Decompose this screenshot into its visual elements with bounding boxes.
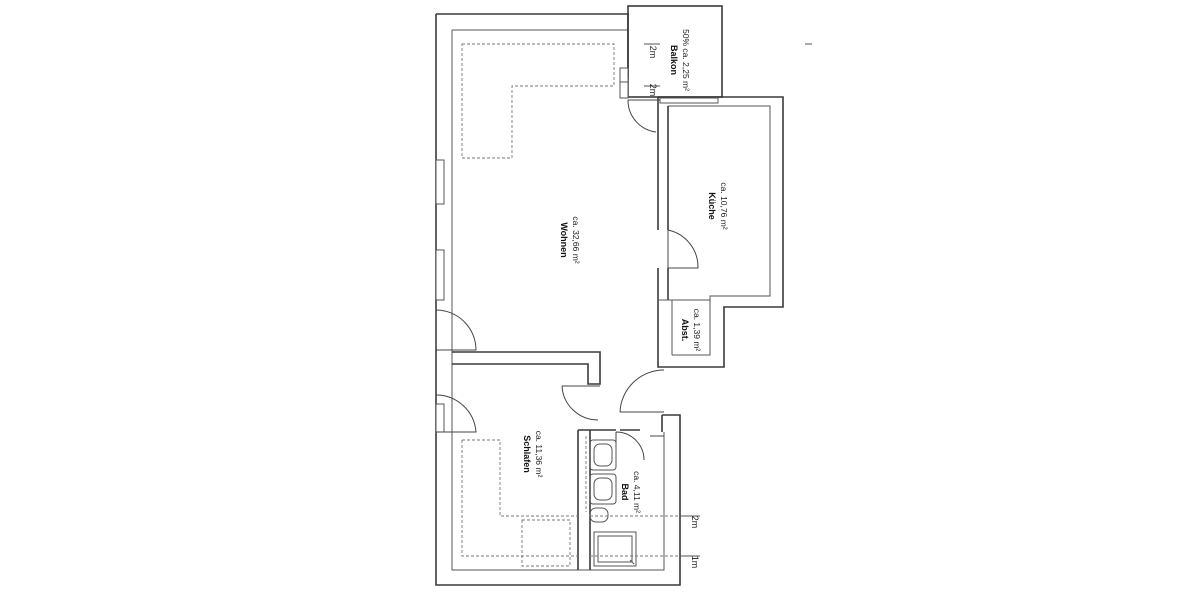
balkon-area: 50% ca. 2,25 m² <box>681 29 691 91</box>
dim-balkon-top: 2m <box>648 46 658 59</box>
kueche-name: Küche <box>707 192 717 220</box>
abst-name: Abst. <box>680 319 690 342</box>
bad-area: ca. 4,11 m² <box>632 471 642 513</box>
schlafen-area: ca. 11,36 m² <box>534 431 544 478</box>
kueche-area: ca. 10,76 m² <box>719 182 729 229</box>
abst-area: ca. 1,39 m² <box>692 309 702 352</box>
doors <box>435 99 699 461</box>
sink-2 <box>589 473 617 505</box>
sink-1 <box>589 439 617 471</box>
shower <box>593 531 637 567</box>
living-dashed-zone <box>461 43 615 159</box>
schlafen-name: Schlafen <box>522 435 532 473</box>
balkon-name: Balkon <box>669 45 679 75</box>
toilet <box>589 507 609 523</box>
bad-name: Bad <box>620 483 630 500</box>
dimension-lines <box>590 43 812 557</box>
windows <box>435 159 445 433</box>
wohnen-area: ca. 32,66 m² <box>571 216 581 263</box>
wohnen-name: Wohnen <box>559 222 569 257</box>
dim-lower-right-lower: 1m <box>690 556 700 569</box>
dim-lower-right-upper: 2m <box>690 516 700 529</box>
dim-balkon-bottom: 2m <box>648 84 658 97</box>
bathroom-fixtures <box>585 436 637 567</box>
bedroom-dashed-zones <box>461 439 578 567</box>
